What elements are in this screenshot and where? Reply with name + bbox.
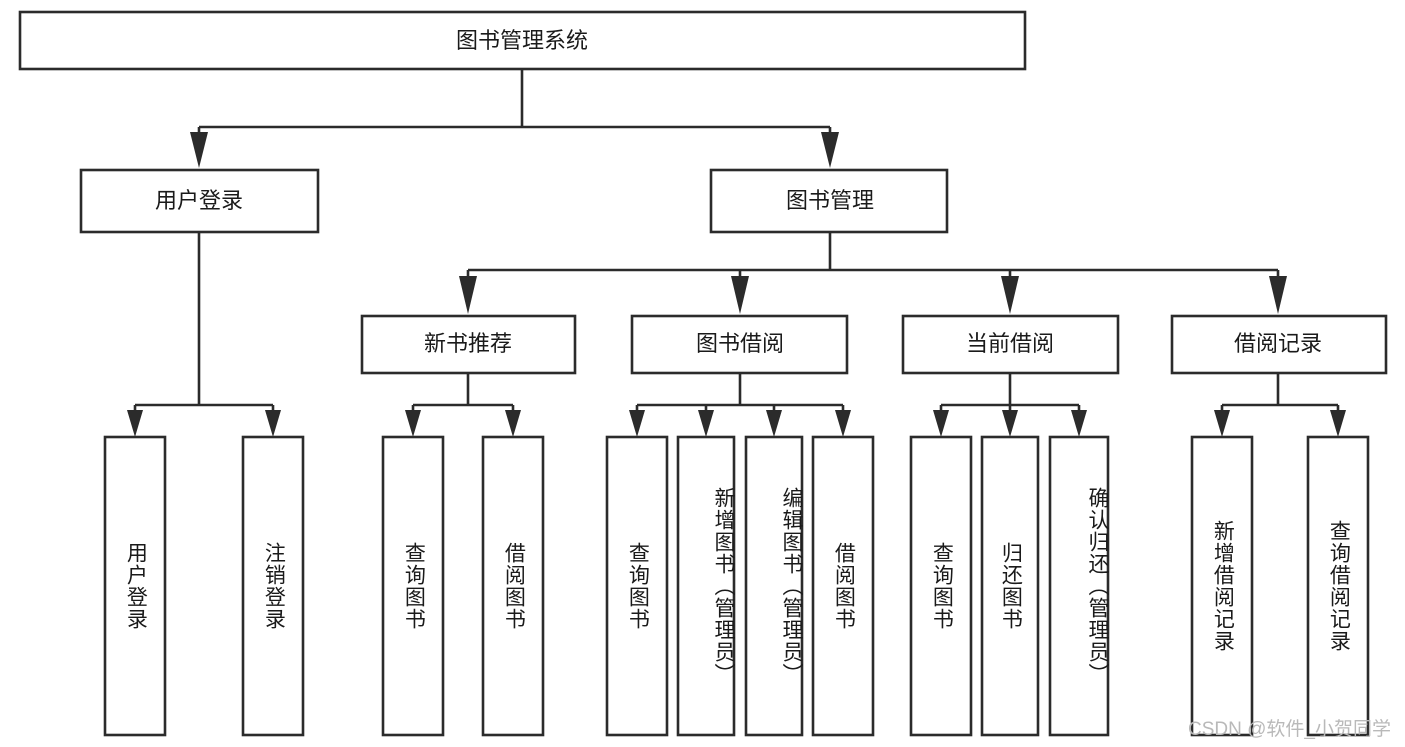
leaf-box-current-borrow-2[interactable] <box>980 435 1040 737</box>
arrow-head-leaf-cb-3 <box>1071 410 1087 437</box>
node-book-borrow[interactable]: 图书借阅 <box>630 314 849 375</box>
node-borrow-record-box[interactable] <box>1170 314 1388 375</box>
leaf-box-user-login-1[interactable] <box>103 435 167 737</box>
node-root[interactable]: 图书管理系统 <box>18 10 1027 71</box>
leaf-box-book-borrow-4[interactable] <box>811 435 875 737</box>
node-new-book-recommend-label: 新书推荐 <box>424 331 512 356</box>
node-borrow-record[interactable]: 借阅记录 <box>1170 314 1388 375</box>
leaf-box-borrow-record-2[interactable] <box>1306 435 1370 737</box>
arrow-head-to-new-book <box>459 276 477 314</box>
arrow-head-to-book-borrow <box>731 276 749 314</box>
arrow-head-to-user-login <box>190 132 208 168</box>
leaf-boxes-book-borrow <box>605 435 875 737</box>
node-book-manage-box[interactable] <box>709 168 949 234</box>
arrow-head-to-book-manage <box>821 132 839 168</box>
node-user-login-box[interactable] <box>79 168 320 234</box>
leaf-boxes-borrow-record <box>1190 435 1370 737</box>
leaf-box-current-borrow-3[interactable] <box>1048 435 1110 737</box>
leaf-box-new-book-2[interactable] <box>481 435 545 737</box>
node-new-book-recommend-box[interactable] <box>360 314 577 375</box>
arrow-head-leaf-bb-2 <box>698 410 714 437</box>
arrow-head-to-borrow-record <box>1269 276 1287 314</box>
arrow-head-leaf-ul-1 <box>127 410 143 437</box>
node-root-box[interactable] <box>18 10 1027 71</box>
node-current-borrow[interactable]: 当前借阅 <box>901 314 1120 375</box>
connector-group-root <box>190 69 839 168</box>
node-root-label: 图书管理系统 <box>456 28 588 53</box>
arrow-head-leaf-nb-2 <box>505 410 521 437</box>
leaf-box-new-book-1[interactable] <box>381 435 445 737</box>
arrow-head-to-current-borrow <box>1001 276 1019 314</box>
arrow-head-leaf-bb-3 <box>766 410 782 437</box>
leaf-boxes-current-borrow <box>909 435 1110 737</box>
arrow-head-leaf-br-1 <box>1214 410 1230 437</box>
connector-group-book-borrow <box>629 373 851 437</box>
node-new-book-recommend[interactable]: 新书推荐 <box>360 314 577 375</box>
node-book-borrow-label: 图书借阅 <box>696 331 784 356</box>
node-book-borrow-box[interactable] <box>630 314 849 375</box>
arrow-head-leaf-cb-2 <box>1002 410 1018 437</box>
arrow-head-leaf-br-2 <box>1330 410 1346 437</box>
leaf-box-book-borrow-2[interactable] <box>676 435 736 737</box>
connector-group-new-book <box>405 373 521 437</box>
arrow-head-leaf-ul-2 <box>265 410 281 437</box>
arrow-head-leaf-bb-1 <box>629 410 645 437</box>
leaf-box-current-borrow-1[interactable] <box>909 435 973 737</box>
connector-group-book-manage <box>459 232 1287 314</box>
arrow-head-leaf-cb-1 <box>933 410 949 437</box>
node-current-borrow-label: 当前借阅 <box>966 331 1054 356</box>
csdn-watermark: CSDN @软件_小贺同学 <box>1188 719 1391 740</box>
node-book-manage[interactable]: 图书管理 <box>709 168 949 234</box>
leaf-box-book-borrow-1[interactable] <box>605 435 669 737</box>
connector-group-borrow-record <box>1214 373 1346 437</box>
connector-group-current-borrow <box>933 373 1087 437</box>
connector-group-user-login <box>127 232 281 437</box>
node-borrow-record-label: 借阅记录 <box>1234 331 1322 356</box>
leaf-box-borrow-record-1[interactable] <box>1190 435 1254 737</box>
leaf-boxes-new-book-recommend <box>381 435 545 737</box>
node-book-manage-label: 图书管理 <box>786 188 874 213</box>
node-user-login-label: 用户登录 <box>155 188 243 213</box>
node-user-login[interactable]: 用户登录 <box>79 168 320 234</box>
leaf-box-book-borrow-3[interactable] <box>744 435 804 737</box>
arrow-head-leaf-nb-1 <box>405 410 421 437</box>
node-current-borrow-box[interactable] <box>901 314 1120 375</box>
leaf-box-user-login-2[interactable] <box>241 435 305 737</box>
arrow-head-leaf-bb-4 <box>835 410 851 437</box>
leaf-boxes-user-login <box>103 435 305 737</box>
